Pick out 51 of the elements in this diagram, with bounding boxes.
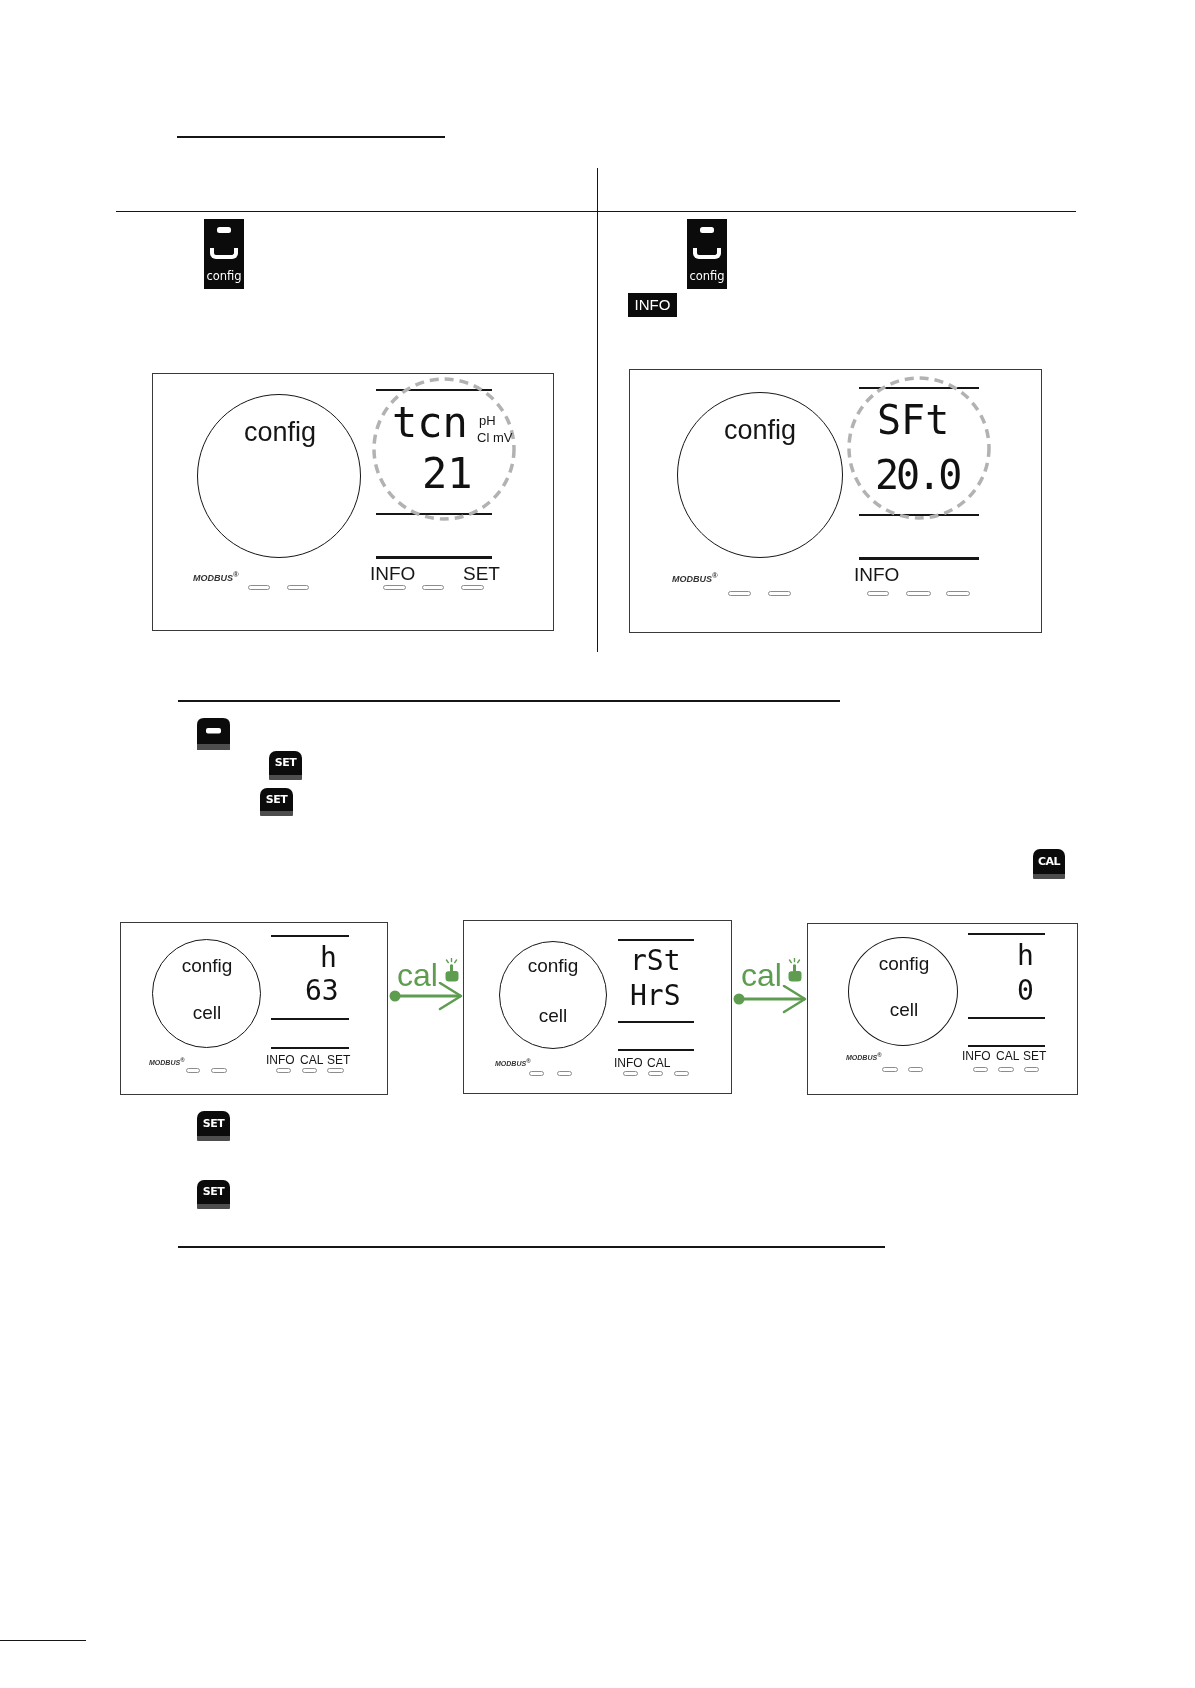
lcd-display bbox=[629, 369, 1042, 633]
highlight-circle bbox=[847, 376, 991, 520]
function-label: INFO bbox=[854, 565, 900, 584]
cal-key: CAL bbox=[1033, 849, 1065, 879]
segment-readout: tcn bbox=[392, 402, 468, 444]
segment-readout: 0 bbox=[1017, 977, 1034, 1005]
lcd-display bbox=[152, 373, 554, 631]
mode-label: config bbox=[723, 417, 797, 444]
lcd-display bbox=[120, 922, 388, 1095]
segment-readout: 63 bbox=[305, 977, 339, 1005]
mode-label: config bbox=[527, 956, 579, 975]
info-key: INFO bbox=[628, 293, 677, 317]
function-label: CAL bbox=[300, 1054, 324, 1066]
mode-label: config bbox=[181, 956, 233, 975]
protocol-label: MODBUS$^{®}$ bbox=[672, 572, 718, 584]
set-key: SET bbox=[197, 1111, 230, 1141]
set-key: SET bbox=[260, 788, 293, 816]
segment-readout: 20.0 bbox=[875, 455, 960, 495]
arrow bbox=[733, 984, 807, 1014]
segment-readout: 21 bbox=[422, 453, 473, 495]
segment-readout: rSt bbox=[630, 947, 681, 975]
function-label: CAL bbox=[647, 1057, 671, 1069]
set-key: SET bbox=[197, 1180, 230, 1209]
highlight-circle bbox=[372, 377, 516, 521]
unit-label: Cl mV bbox=[477, 431, 513, 444]
function-label: INFO bbox=[370, 564, 416, 583]
mode-label: cell bbox=[889, 1000, 919, 1019]
arrow bbox=[389, 981, 463, 1011]
function-label: CAL bbox=[996, 1050, 1020, 1062]
mode-label: cell bbox=[192, 1003, 222, 1022]
segment-readout: SFt bbox=[877, 400, 950, 440]
mode-label: config bbox=[243, 419, 317, 446]
display-ring bbox=[848, 937, 958, 1046]
segment-readout: h bbox=[1017, 942, 1034, 970]
lcd-display bbox=[463, 920, 732, 1094]
set-key: SET bbox=[269, 751, 302, 780]
lcd-display bbox=[807, 923, 1078, 1095]
function-label: SET bbox=[463, 564, 500, 583]
segment-readout: h bbox=[320, 944, 337, 972]
function-label: INFO bbox=[962, 1050, 991, 1062]
function-label: INFO bbox=[614, 1057, 643, 1069]
protocol-label: MODBUS$^{®}$ bbox=[193, 571, 239, 583]
mode-label: cell bbox=[538, 1006, 568, 1025]
mode-label: config bbox=[878, 954, 930, 973]
unit-label: pH bbox=[479, 414, 496, 427]
config-key: config bbox=[204, 219, 244, 289]
function-label: SET bbox=[1023, 1050, 1047, 1062]
segment-readout: HrS bbox=[630, 982, 681, 1010]
config-key: config bbox=[687, 219, 727, 289]
function-label: SET bbox=[327, 1054, 351, 1066]
function-label: INFO bbox=[266, 1054, 295, 1066]
